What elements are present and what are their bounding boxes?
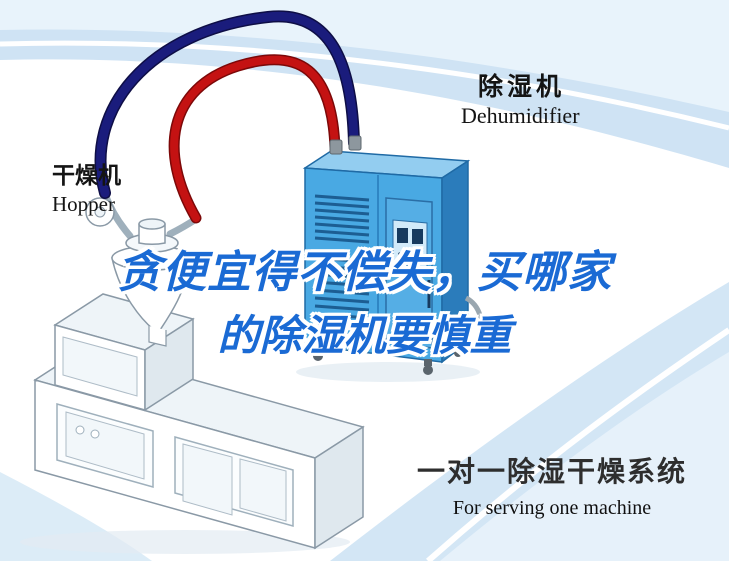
caption-cn: 一对一除湿干燥系统 <box>416 456 687 487</box>
front-door-1 <box>182 443 233 516</box>
caption-block: 一对一除湿干燥系统 For serving one machine <box>392 450 712 520</box>
bottom-right-separator <box>426 327 729 561</box>
hose-port-right <box>348 135 362 151</box>
headline-line2: 的除湿机要慎重 <box>217 312 512 359</box>
drain-pipe <box>464 295 486 353</box>
bed-side-face <box>314 425 364 550</box>
dehumidifier-shadow <box>296 362 480 382</box>
hopper-stand-panel <box>62 336 138 397</box>
top-band-separator <box>0 40 729 131</box>
front-door-2 <box>239 458 287 522</box>
lid-cylinder-top <box>138 218 166 230</box>
dial-1 <box>75 425 85 435</box>
red-supply-hose <box>170 55 339 222</box>
dehumidifier-label-cn: 除湿机 <box>478 73 566 101</box>
headline: 贪便宜得不偿失，买哪家 的除湿机要慎重 <box>0 236 729 363</box>
casters <box>313 345 462 375</box>
vent-grille-upper <box>314 194 370 244</box>
hopper-stand-side <box>144 317 194 412</box>
hose-port-left <box>329 139 343 155</box>
headline-line1: 贪便宜得不偿失，买哪家 <box>117 248 612 297</box>
display-1 <box>397 228 408 243</box>
top-band-light <box>0 0 729 112</box>
extruder-machine-illustration <box>20 293 365 554</box>
hose-pipes <box>94 10 362 224</box>
dryer-label-en: Hopper <box>52 192 115 216</box>
machine-shadow <box>20 530 350 554</box>
front-panel-left-inner <box>65 411 145 480</box>
vent-grille-bottom <box>314 324 351 337</box>
dehumidifier-side-face <box>441 159 469 364</box>
dehumidifier-illustration <box>296 150 486 382</box>
bottom-right-band-light <box>440 352 729 561</box>
blower-hub <box>94 206 106 218</box>
panel-buttons <box>398 252 423 258</box>
display-2 <box>412 229 423 244</box>
blue-return-hose <box>96 11 359 198</box>
dehumidifier-label-en: Dehumidifier <box>461 103 580 128</box>
hopper-neck <box>148 326 167 347</box>
caption-en: For serving one machine <box>452 497 652 519</box>
dryer-label-cn: 干燥机 <box>52 162 121 188</box>
dial-2 <box>90 429 100 439</box>
vent-grille-lower <box>314 256 370 320</box>
